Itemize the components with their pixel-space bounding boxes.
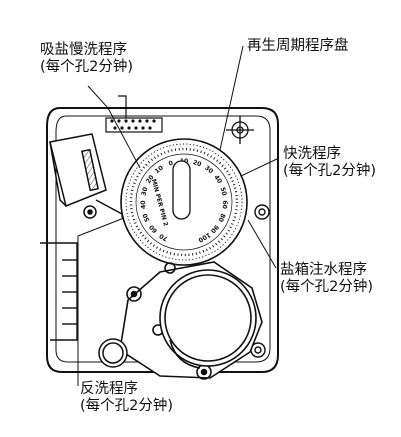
dial-number: 70 <box>158 232 170 243</box>
label-fast-rinse: 快洗程序 (每个孔2分钟) <box>283 146 376 180</box>
bottom-disc <box>98 338 128 368</box>
dial-number: 40 <box>140 199 148 209</box>
label-fast-rinse-note: (每个孔2分钟) <box>283 163 377 179</box>
dial-number: 50 <box>141 212 151 223</box>
label-slow-rinse-note: (每个孔2分钟) <box>40 59 134 75</box>
leader-fast-rinse <box>240 157 280 177</box>
right-screw-upper <box>254 204 270 220</box>
leader-backwash <box>77 217 125 386</box>
label-slow-rinse: 吸盐慢洗程序 (每个孔2分钟) <box>40 42 133 76</box>
dial-number: 20 <box>192 159 203 169</box>
dial-number: 10 <box>154 164 166 175</box>
program-dial: 7060504030201001020304050608090100 MIN P… <box>120 138 248 266</box>
leader-brine-refill <box>247 219 277 269</box>
terminal-strip <box>105 95 163 133</box>
label-regen-disc-title: 再生周期程序盘 <box>247 38 349 54</box>
top-screw <box>226 116 254 144</box>
dial-number: 30 <box>203 164 215 175</box>
label-backwash: 反洗程序 (每个孔2分钟) <box>80 381 173 415</box>
dial-number: 40 <box>212 174 223 186</box>
dial-number: 20 <box>145 173 156 185</box>
label-brine-refill-title: 盐箱注水程序 <box>280 262 367 278</box>
leader-regen-disc <box>219 45 244 151</box>
label-backwash-note: (每个孔2分钟) <box>80 398 174 414</box>
dial-number-labels: 7060504030201001020304050608090100 <box>140 158 228 244</box>
dial-number: 60 <box>221 200 229 210</box>
dial-number: 30 <box>140 186 149 197</box>
dial-number: 80 <box>216 212 226 223</box>
label-slow-rinse-title: 吸盐慢洗程序 <box>40 42 127 58</box>
label-brine-refill-note: (每个孔2分钟) <box>280 279 374 295</box>
label-regen-disc: 再生周期程序盘 <box>247 38 349 55</box>
dial-number: 90 <box>208 223 219 235</box>
label-brine-refill: 盐箱注水程序 (每个孔2分钟) <box>280 262 373 296</box>
label-backwash-title: 反洗程序 <box>80 381 138 397</box>
base-plate <box>46 107 279 373</box>
microswitch <box>49 133 129 220</box>
dial-number: 0 <box>168 159 175 167</box>
dial-center-slot <box>172 160 191 220</box>
dial-number: 60 <box>148 223 159 235</box>
motor <box>159 269 257 369</box>
dial-number: 50 <box>219 186 228 197</box>
leader-slow-rinse <box>87 85 141 169</box>
leader-lines <box>77 45 280 386</box>
label-fast-rinse-title: 快洗程序 <box>283 146 341 162</box>
side-bracket <box>40 242 78 341</box>
